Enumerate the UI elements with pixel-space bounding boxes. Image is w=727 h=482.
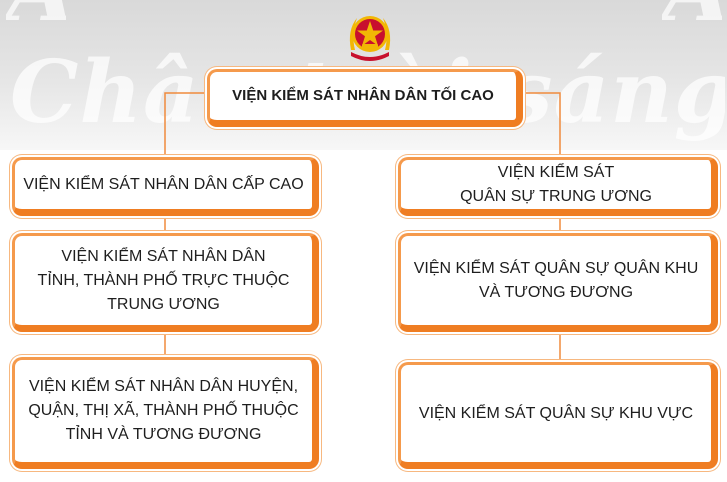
node-label-line-1: VIỆN KIỂM SÁT NHÂN DÂN HUYỆN, [28,378,299,395]
node-label: VIỆN KIỂM SÁT NHÂN DÂN CẤP CAO [23,175,304,193]
node-area-military-procuracy: VIỆN KIỂM SÁT QUÂN SỰ KHU VỰC [398,362,718,469]
national-emblem-icon [345,10,395,64]
node-label-line-1: VIỆN KIỂM SÁT QUÂN SỰ QUÂN KHU [413,259,699,277]
node-label-line-2: TỈNH, THÀNH PHỐ TRỰC THUỘC [37,271,290,289]
node-label-line-1: VIỆN KIỂM SÁT [497,163,615,181]
connector-top-to-left [164,92,212,157]
node-central-military-procuracy: VIỆN KIỂM SÁT QUÂN SỰ TRUNG ƯƠNG [398,157,718,216]
node-military-region-procuracy: VIỆN KIỂM SÁT QUÂN SỰ QUÂN KHU VÀ TƯƠNG … [398,233,718,332]
node-district-procuracy: VIỆN KIỂM SÁT NHÂN DÂN HUYỆN, QUẬN, THỊ … [12,357,319,469]
node-provincial-procuracy: VIỆN KIỂM SÁT NHÂN DÂN TỈNH, THÀNH PHỐ T… [12,233,319,332]
watermark-fragment-left: A [6,0,66,20]
node-label-line-2: QUÂN SỰ TRUNG ƯƠNG [460,187,652,205]
node-supreme-procuracy: VIỆN KIỂM SÁT NHÂN DÂN TỐI CAO [207,69,523,127]
node-label-line-2: QUẬN, THỊ XÃ, THÀNH PHỐ THUỘC [28,402,299,419]
node-label-line-2: VÀ TƯƠNG ĐƯƠNG [478,283,634,301]
node-label: VIỆN KIỂM SÁT QUÂN SỰ KHU VỰC [418,404,694,422]
watermark-fragment-right: A [662,0,722,20]
node-label: VIỆN KIỂM SÁT NHÂN DÂN TỐI CAO [232,87,494,104]
node-label-line-1: VIỆN KIỂM SÁT NHÂN DÂN [61,247,266,265]
node-label-line-3: TRUNG ƯƠNG [107,295,220,313]
node-high-level-procuracy: VIỆN KIỂM SÁT NHÂN DÂN CẤP CAO [12,157,319,216]
connector-top-to-right [518,92,561,157]
node-label-line-3: TỈNH VÀ TƯƠNG ĐƯƠNG [65,426,262,443]
